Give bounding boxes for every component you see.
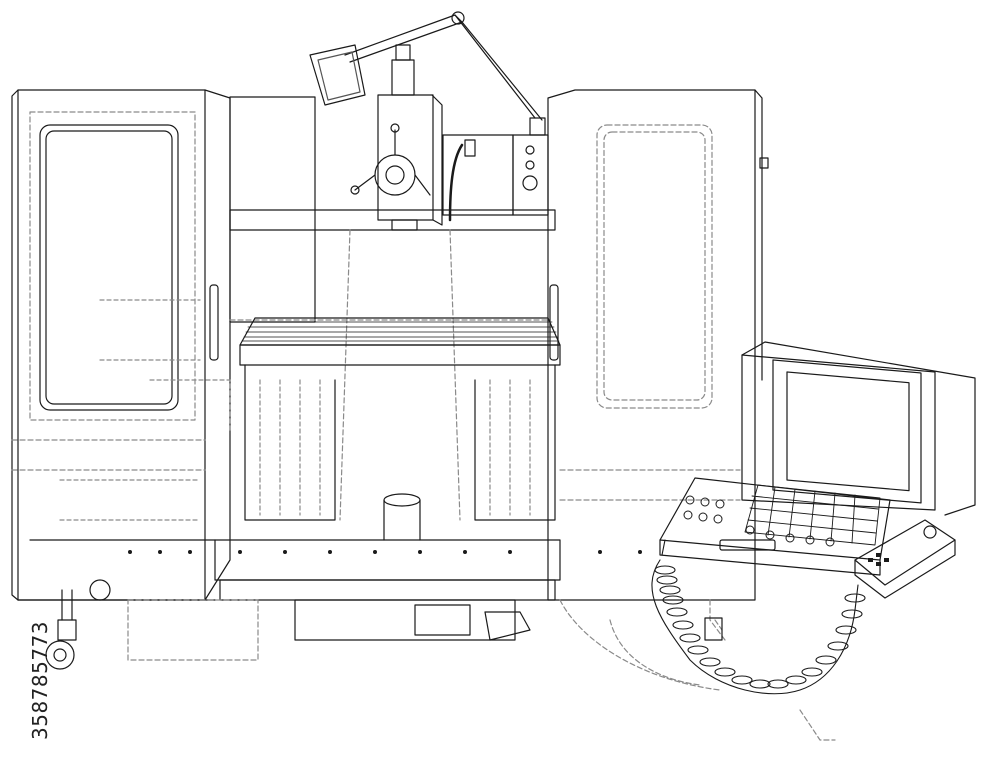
work-table [239, 317, 561, 541]
right-cabinet [547, 89, 769, 601]
motor-box [442, 134, 549, 222]
right-window [596, 124, 713, 409]
stock-id-label: 358785773 [6, 530, 52, 770]
panel-support-post [704, 617, 723, 641]
panel-support-arm [559, 599, 836, 741]
left-door-handle [209, 284, 219, 361]
spindle-head [350, 44, 443, 231]
left-window [39, 124, 179, 411]
caster-wheel-left [45, 579, 111, 670]
control-panel [659, 341, 976, 576]
center-frame [229, 96, 556, 521]
control-screen [772, 359, 922, 504]
coiled-cable [651, 539, 866, 695]
control-keypad [744, 484, 881, 546]
machine-base [127, 539, 561, 661]
right-door-handle [549, 284, 559, 361]
left-cabinet [11, 89, 231, 601]
work-lamp [309, 11, 546, 136]
stock-id-text: 358785773 [28, 620, 52, 740]
handwheel-pendant [854, 519, 956, 599]
